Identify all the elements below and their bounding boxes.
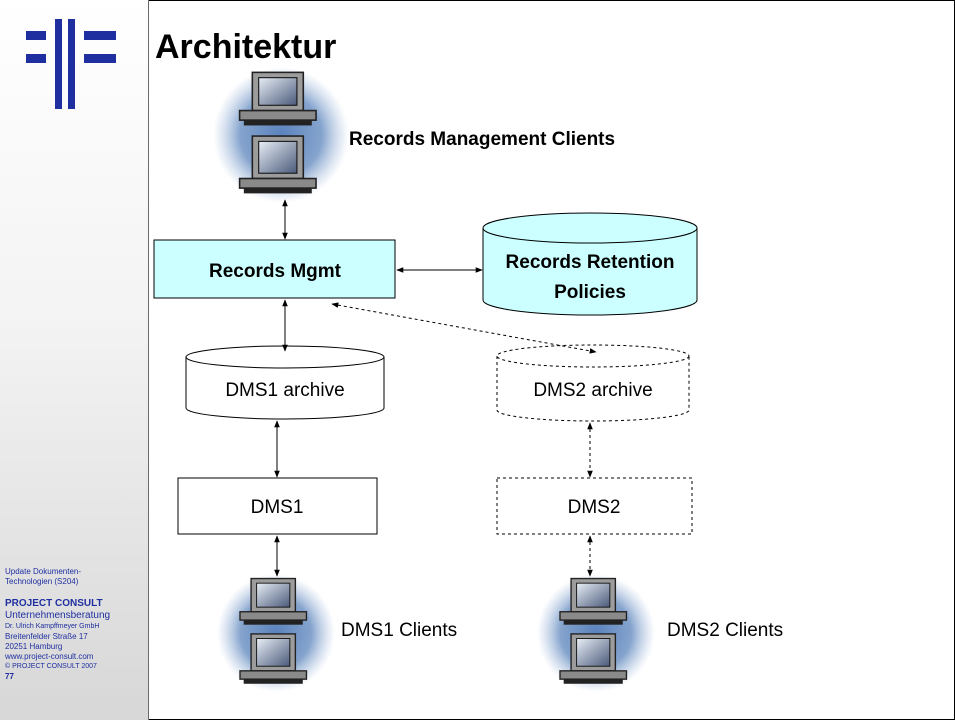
dms2-clients-workstation-icon — [536, 573, 656, 693]
website-link[interactable]: www.project-consult.com — [5, 652, 94, 661]
records-mgmt-box — [153, 239, 396, 299]
sidebar-divider — [148, 0, 149, 720]
sidebar — [0, 0, 148, 720]
copyright-text: © PROJECT CONSULT 2007 — [5, 663, 97, 670]
dms2-clients-label: DMS2 Clients — [667, 620, 783, 641]
dms1-box — [177, 477, 378, 535]
retention-label-line1: Records Retention — [506, 252, 675, 273]
course-line-2: Technologien (S204) — [5, 577, 79, 586]
dms1-clients-label: DMS1 Clients — [341, 620, 457, 641]
dms1-label: DMS1 — [251, 497, 304, 518]
project-consult-logo — [26, 19, 116, 109]
dms1-clients-workstation-icon — [216, 573, 336, 693]
rm-clients-label: Records Management Clients — [349, 129, 615, 150]
retention-policies-cylinder — [482, 212, 698, 316]
dms2-archive-label: DMS2 archive — [533, 380, 652, 401]
company-subtitle: Unternehmensberatung — [5, 610, 111, 621]
company-name: PROJECT CONSULT — [5, 598, 103, 609]
records-mgmt-to-dms2-archive-arrow — [331, 302, 597, 354]
sidebar-footer: Update Dokumenten- Technologien (S204) P… — [5, 567, 147, 682]
retention-label-line2: Policies — [554, 282, 626, 303]
street-address: Breitenfelder Straße 17 — [5, 632, 88, 641]
dms2-box — [496, 477, 693, 535]
rm-clients-workstation-icon — [212, 66, 350, 204]
dms1-archive-label: DMS1 archive — [225, 380, 344, 401]
course-line-1: Update Dokumenten- — [5, 567, 82, 576]
page-number: 77 — [5, 672, 14, 681]
page-title: Architektur — [155, 28, 337, 66]
city-address: 20251 Hamburg — [5, 642, 63, 651]
records-mgmt-label: Records Mgmt — [209, 261, 342, 282]
contact-name: Dr. Ulrich Kampffmeyer GmbH — [5, 623, 100, 630]
dms2-label: DMS2 — [568, 497, 621, 518]
